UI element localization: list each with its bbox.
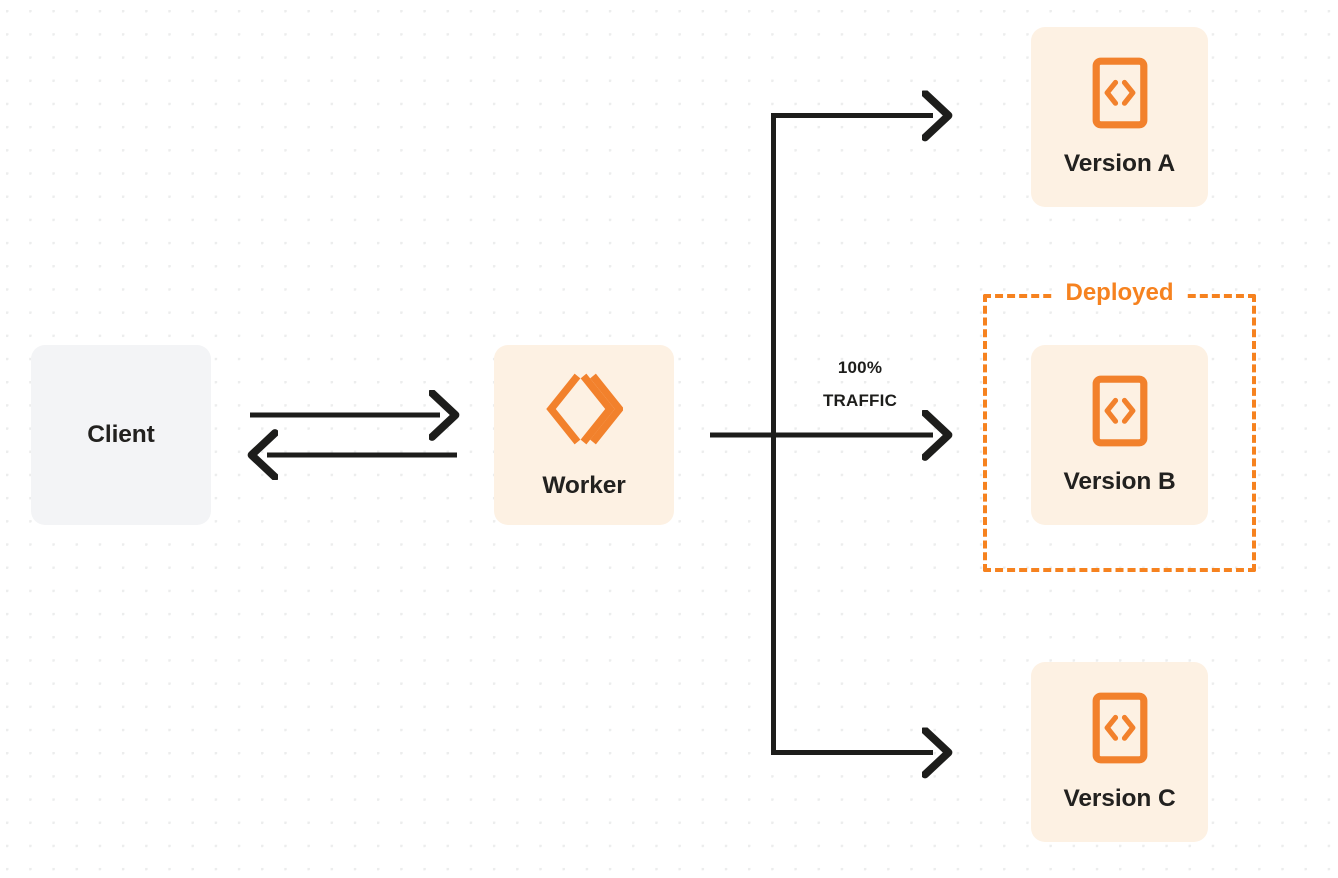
- node-client[interactable]: Client: [31, 345, 211, 525]
- traffic-annotation: 100% TRAFFIC: [789, 351, 931, 417]
- deployed-group: Deployed: [983, 279, 1256, 572]
- node-version-b[interactable]: Version B: [1031, 345, 1208, 525]
- traffic-caption: TRAFFIC: [822, 391, 898, 411]
- traffic-percent: 100%: [837, 358, 883, 377]
- node-version-c[interactable]: Version C: [1031, 662, 1208, 842]
- cloudflare-workers-icon: [545, 371, 625, 452]
- code-brackets-icon: [1092, 57, 1148, 134]
- deployed-group-label: Deployed: [1054, 279, 1185, 307]
- code-brackets-icon: [1092, 692, 1148, 769]
- node-version-b-label: Version B: [1063, 468, 1176, 496]
- code-brackets-icon: [1092, 375, 1148, 452]
- node-version-a[interactable]: Version A: [1031, 27, 1208, 207]
- node-version-c-label: Version C: [1063, 785, 1176, 813]
- node-version-a-label: Version A: [1063, 150, 1176, 178]
- node-client-label: Client: [87, 420, 155, 448]
- node-worker-label: Worker: [542, 472, 626, 500]
- node-worker[interactable]: Worker: [494, 345, 674, 525]
